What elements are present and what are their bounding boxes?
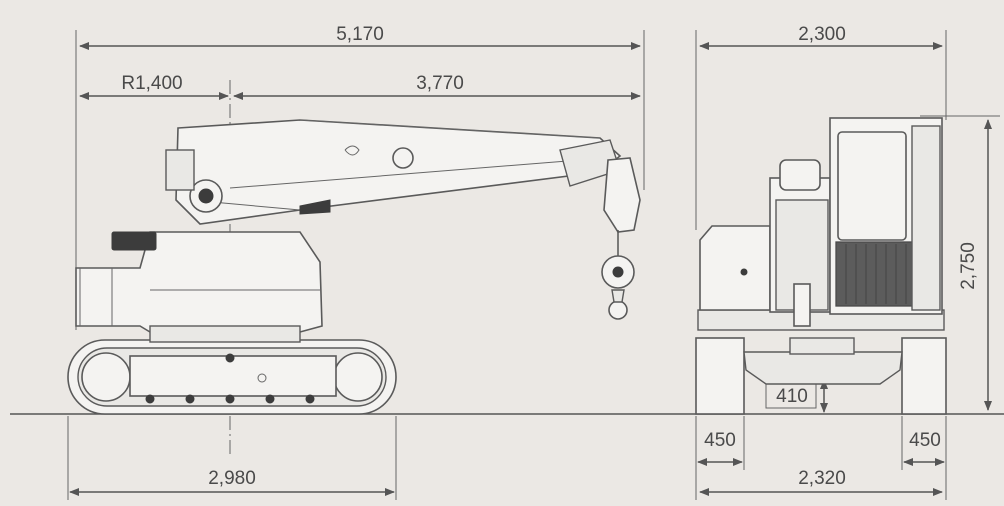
side-view: 5,170 R1,400 3,770 2,980	[67, 24, 645, 500]
front-upper-body	[697, 117, 945, 331]
right-track-width-label: 450	[909, 430, 941, 451]
side-upper-body	[75, 231, 323, 343]
overall-length-label: 5,170	[336, 24, 384, 45]
tail-radius-label: R1,400	[121, 73, 182, 94]
boom-reach-label: 3,770	[416, 73, 464, 94]
side-hook-block	[601, 157, 641, 320]
track-gauge-label: 2,320	[798, 468, 846, 489]
front-grille	[835, 241, 915, 307]
side-track	[67, 339, 397, 415]
side-boom	[165, 119, 622, 225]
track-length-label: 2,980	[208, 468, 256, 489]
overall-width-label: 2,300	[798, 24, 846, 45]
front-view: 2,300 2,750 2,320 450 450 410	[695, 24, 1000, 500]
ground-clearance-label: 410	[776, 386, 808, 407]
front-tracks	[695, 337, 947, 415]
overall-height-label: 2,750	[958, 242, 979, 290]
left-track-width-label: 450	[704, 430, 736, 451]
